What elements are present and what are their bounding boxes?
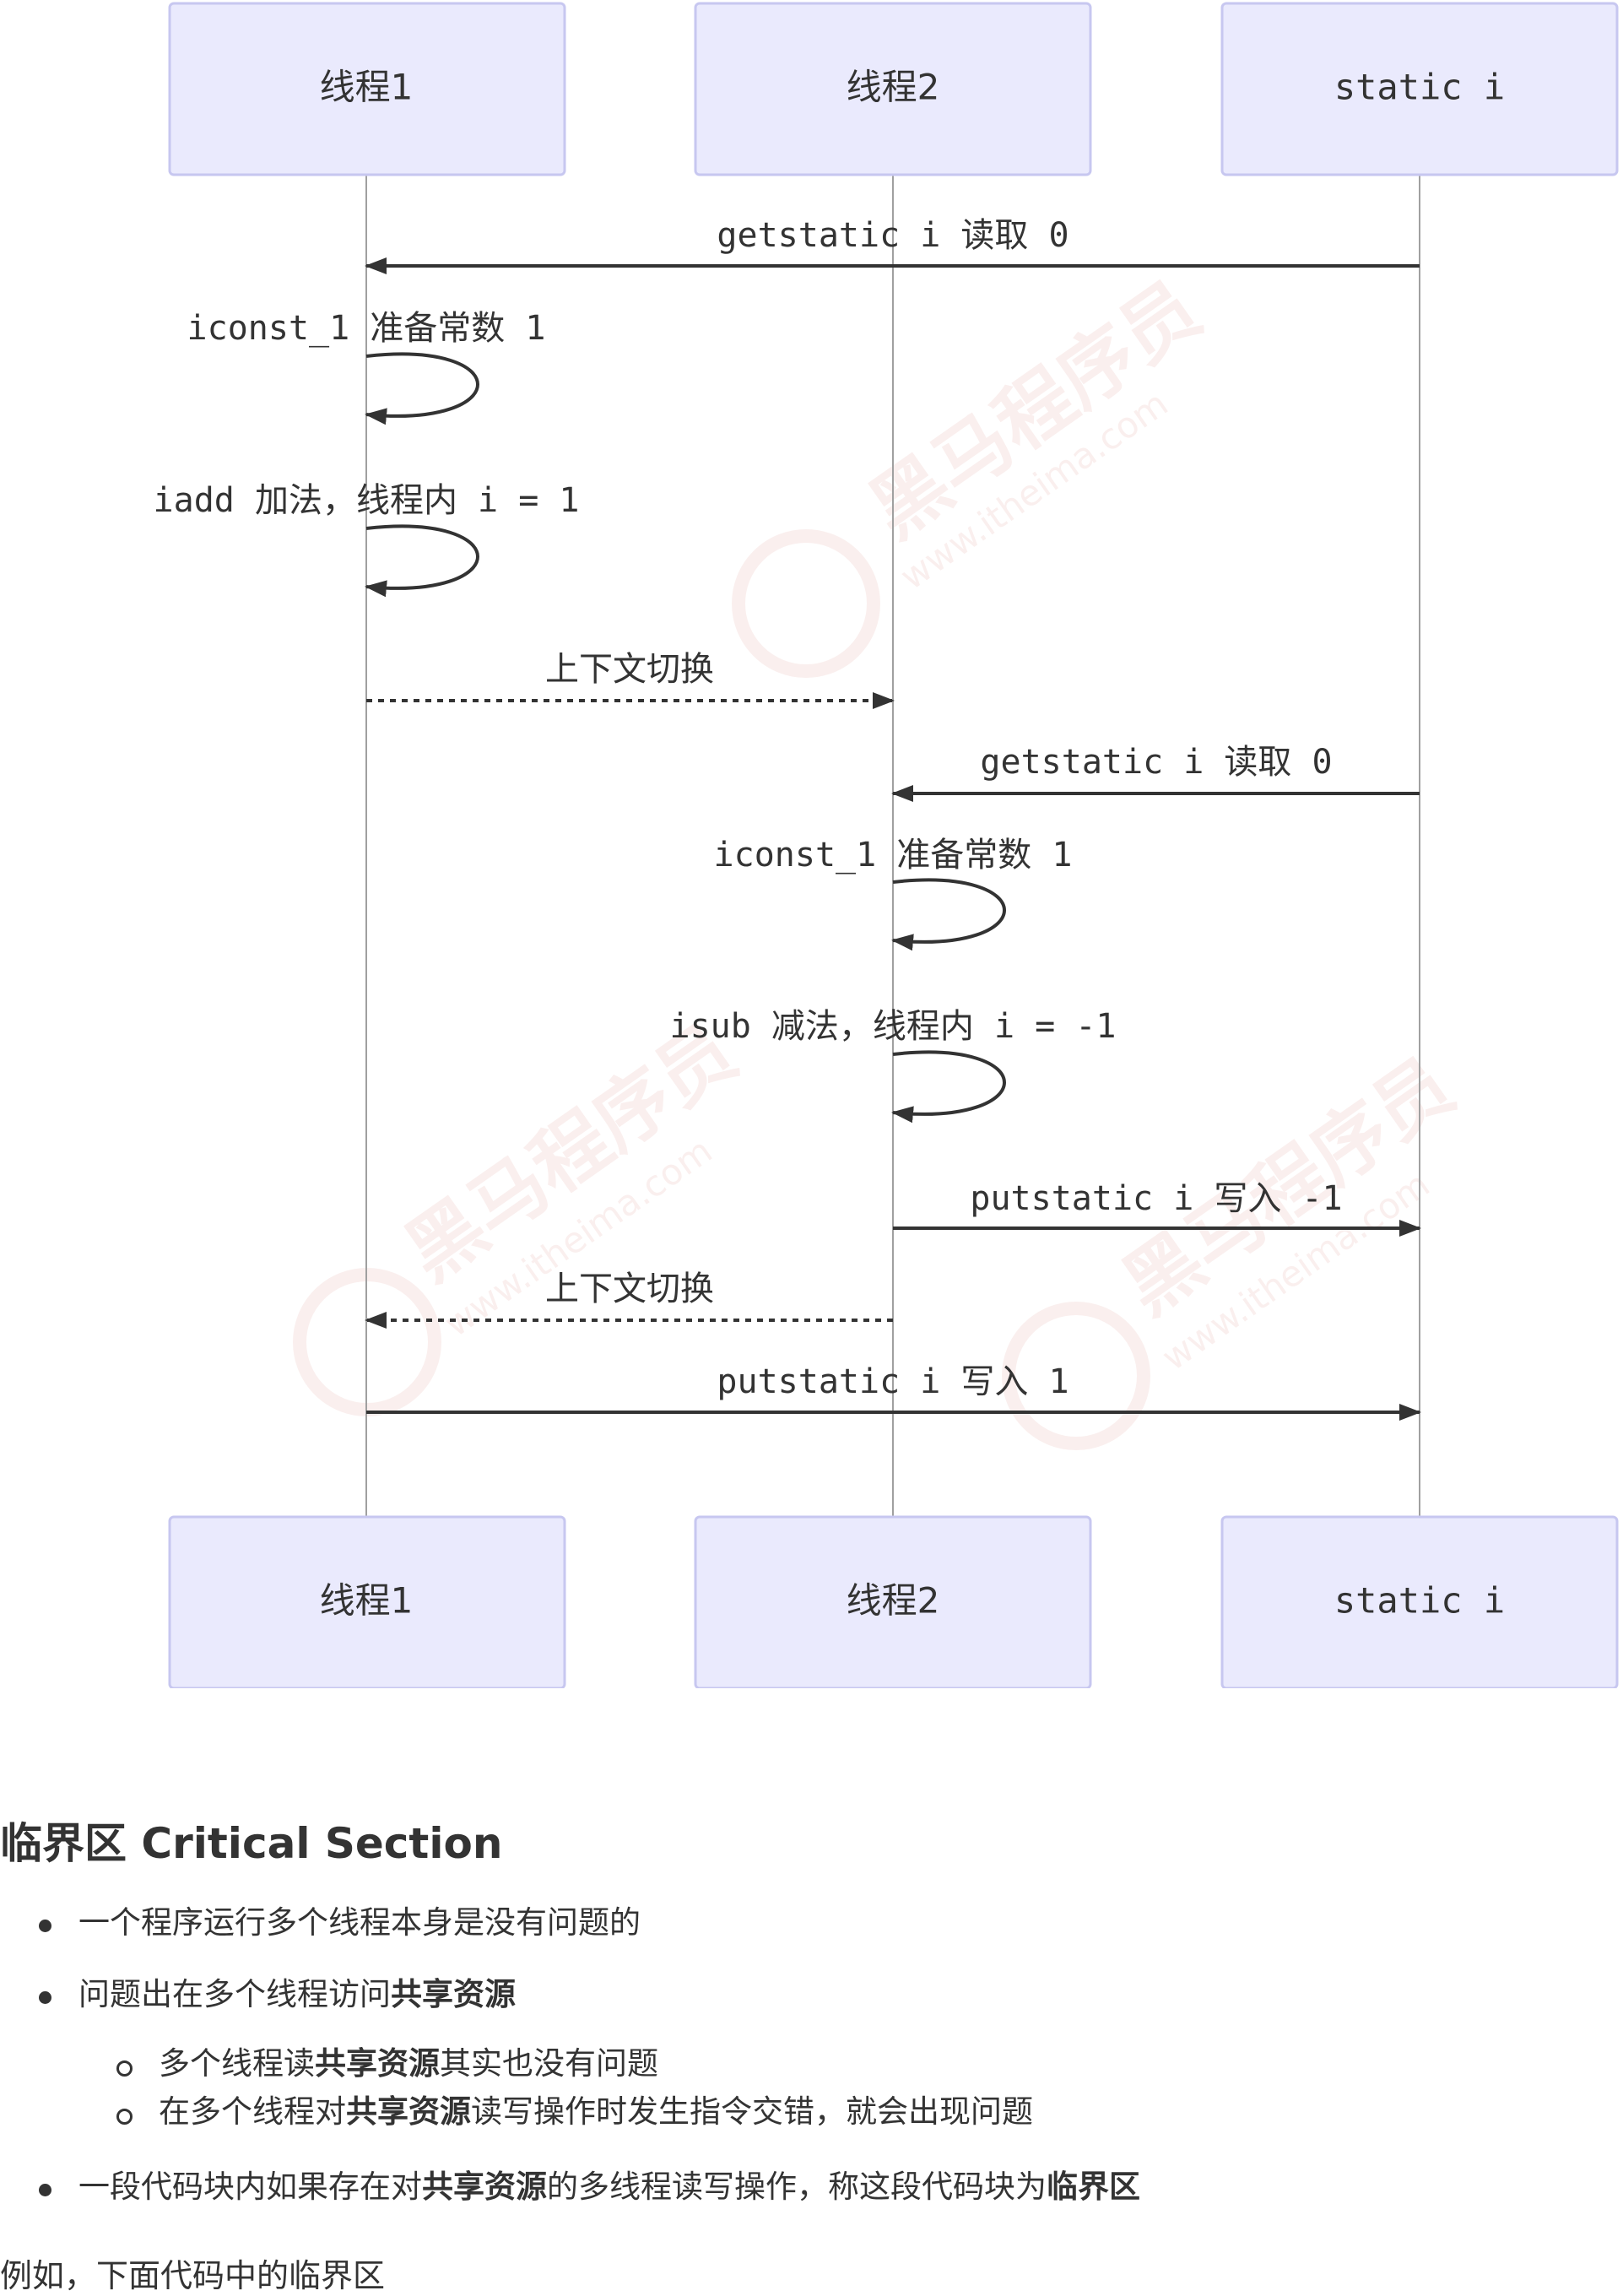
actor-thread2-bottom: 线程2	[694, 1515, 1092, 1688]
message-label: putstatic i 写入 -1	[970, 1179, 1342, 1218]
actor-thread1-bottom: 线程1	[168, 1515, 566, 1688]
sequence-diagram: 黑马程序员 www.itheima.com 黑马程序员 www.itheima.…	[154, 2, 1619, 1688]
bullet-text: 在多个线程对	[159, 2093, 346, 2130]
actor-static-i-bottom: static i	[1220, 1515, 1619, 1688]
actor-label: 线程1	[320, 1580, 414, 1622]
bullet-bold: 临界区	[1047, 2169, 1140, 2205]
message-label: getstatic i 读取 0	[717, 216, 1068, 255]
message-label: iconst_1 准备常数 1	[714, 836, 1073, 875]
actor-label: 线程2	[847, 67, 940, 108]
message-iconst-thread1: iconst_1 准备常数 1	[187, 309, 546, 425]
actor-label: 线程1	[320, 67, 414, 108]
message-label: isub 减法，线程内 i = -1	[670, 1007, 1117, 1046]
sub-bullet-ring	[116, 2109, 133, 2125]
message-label: iconst_1 准备常数 1	[187, 309, 546, 348]
bullet-bold: 共享资源	[391, 1976, 516, 2012]
sub-bullet-ring	[116, 2060, 133, 2077]
message-label: 上下文切换	[545, 1270, 714, 1308]
message-context-switch-2: 上下文切换	[365, 1270, 893, 1329]
bullet-item: 一个程序运行多个线程本身是没有问题的	[78, 1904, 641, 1941]
bullet-item: 问题出在多个线程访问共享资源	[78, 1976, 516, 2013]
section-title: 临界区 Critical Section	[0, 1819, 503, 1868]
actor-thread1-top: 线程1	[168, 2, 566, 176]
message-getstatic-thread2: getstatic i 读取 0	[891, 743, 1420, 802]
actor-thread2-top: 线程2	[694, 2, 1092, 176]
message-putstatic-thread1: putstatic i 写入 1	[366, 1362, 1421, 1421]
bullet-text: 多个线程读	[159, 2045, 315, 2082]
actor-label: static i	[1334, 67, 1505, 108]
bullet-text: 一个程序运行多个线程本身是没有问题的	[78, 1904, 641, 1941]
bullet-item: 一段代码块内如果存在对共享资源的多线程读写操作，称这段代码块为临界区	[78, 2169, 1140, 2206]
message-isub-thread2: isub 减法，线程内 i = -1	[670, 1007, 1117, 1124]
bullet-bold: 共享资源	[422, 2169, 547, 2205]
bullet-text: 一段代码块内如果存在对	[78, 2169, 422, 2205]
bullet-bold: 共享资源	[346, 2093, 471, 2130]
message-context-switch-1: 上下文切换	[366, 650, 895, 709]
bullet-text: 的多线程读写操作，称这段代码块为	[547, 2169, 1047, 2205]
message-iadd-thread1: iadd 加法，线程内 i = 1	[154, 481, 580, 598]
bullet-dot	[39, 1920, 51, 1932]
bullet-text: 问题出在多个线程访问	[78, 1976, 391, 2012]
message-label: iadd 加法，线程内 i = 1	[154, 481, 580, 520]
sub-bullet-item: 多个线程读共享资源其实也没有问题	[159, 2045, 658, 2082]
message-label: 上下文切换	[545, 650, 714, 689]
message-iconst-thread2: iconst_1 准备常数 1	[714, 836, 1073, 951]
message-label: getstatic i 读取 0	[980, 743, 1332, 782]
bullet-text: 读写操作时发生指令交错，就会出现问题	[471, 2093, 1033, 2130]
message-label: putstatic i 写入 1	[717, 1362, 1068, 1401]
bullet-dot	[39, 1991, 51, 2004]
example-text: 例如，下面代码中的临界区	[0, 2257, 386, 2294]
sub-bullet-item: 在多个线程对共享资源读写操作时发生指令交错，就会出现问题	[159, 2093, 1033, 2131]
bullet-dot	[39, 2184, 51, 2196]
message-getstatic-thread1: getstatic i 读取 0	[365, 216, 1420, 274]
actor-static-i-top: static i	[1220, 2, 1619, 176]
message-putstatic-thread2: putstatic i 写入 -1	[893, 1179, 1421, 1237]
bullet-text: 其实也没有问题	[440, 2045, 658, 2082]
actor-label: 线程2	[847, 1580, 940, 1622]
actor-label: static i	[1334, 1580, 1505, 1622]
bullet-bold: 共享资源	[315, 2045, 440, 2082]
